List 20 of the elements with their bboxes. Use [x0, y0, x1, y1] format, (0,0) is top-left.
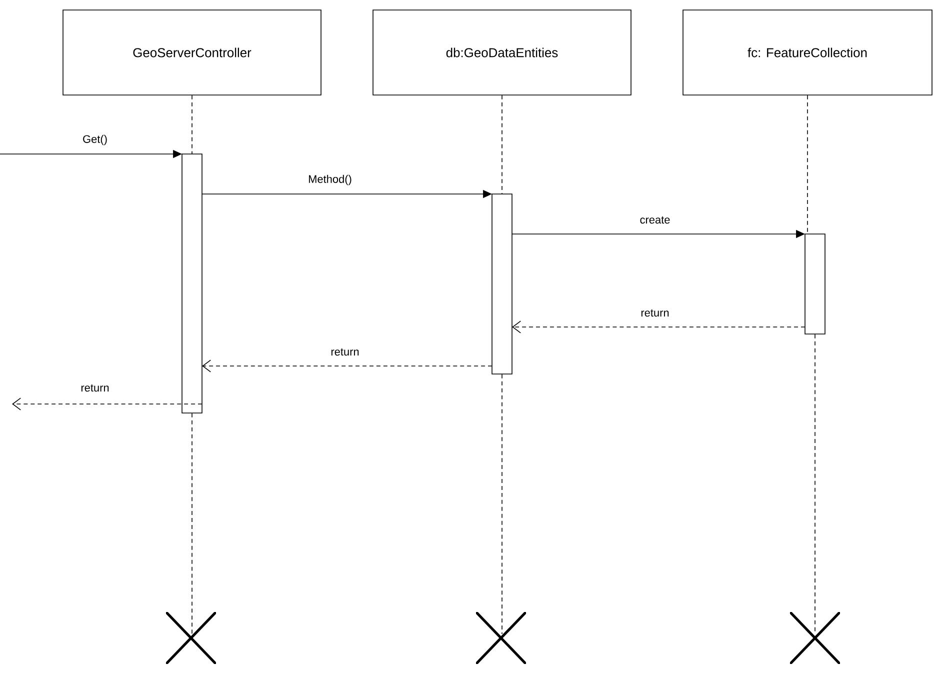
- destroy-cross: [476, 612, 526, 664]
- return-arrow: [12, 398, 202, 410]
- edge-label: Method(): [308, 174, 352, 186]
- lifeline: [807, 95, 808, 234]
- activation-bar: [182, 154, 202, 414]
- activation-bar: [492, 194, 512, 374]
- return-arrow: [512, 320, 806, 334]
- return-arrow: [202, 360, 492, 372]
- lifeline-header-box: GeoServerController: [62, 10, 322, 96]
- edge-label: return: [81, 384, 109, 392]
- destroy-cross: [790, 612, 840, 664]
- lifeline: [814, 334, 816, 634]
- edge-label: return: [641, 309, 669, 317]
- destroy-cross: [166, 612, 216, 664]
- edge-label: return: [331, 348, 359, 356]
- lifeline-header-box: fc: FeatureCollection: [682, 10, 932, 96]
- edge-label: Get(): [83, 134, 107, 146]
- edge-label: create: [640, 216, 670, 224]
- lifeline-header-box: db:GeoDataEntities: [372, 10, 632, 96]
- activation-bar: [804, 234, 826, 334]
